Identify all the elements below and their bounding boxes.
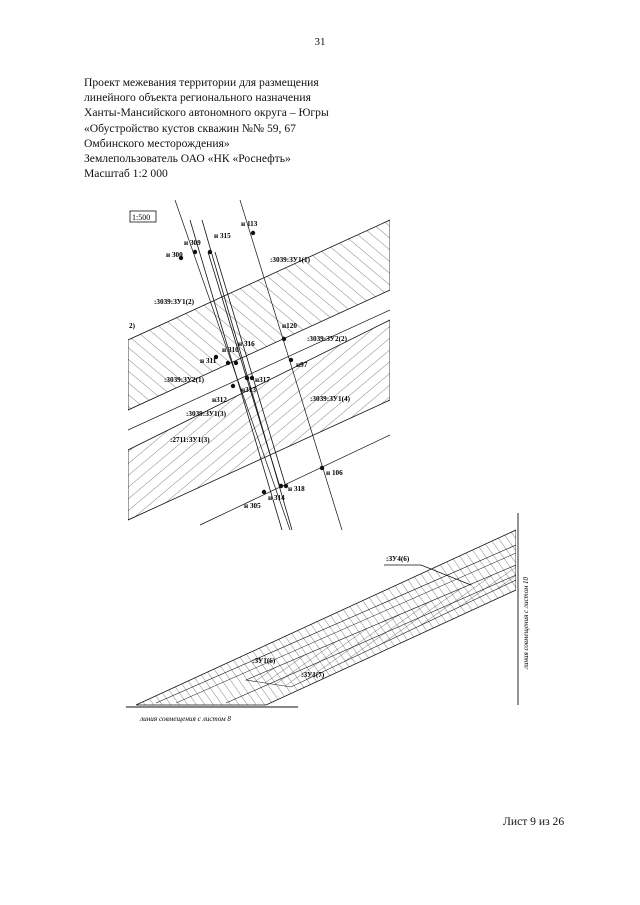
survey-map-top: 1:500 н 113 н 309 н 315 н 300 н120 н 316…	[128, 200, 390, 530]
hatched-band-inner	[244, 564, 516, 688]
header-line: Ханты-Мансийского автономного округа – Ю…	[84, 106, 329, 120]
point-label: н 113	[241, 220, 258, 228]
bottom-parcel-labels: :ЗУ4(6) :ЗУ1(6) :ЗУ1(7)	[252, 555, 410, 679]
hatched-band-lower	[128, 319, 390, 521]
point-label: н 318	[288, 485, 305, 493]
header-line: Масштаб 1:2 000	[84, 167, 168, 181]
hatched-band-upper	[128, 219, 390, 411]
point-label: н 106	[326, 469, 343, 477]
header-line: линейного объекта регионального назначен…	[84, 91, 311, 105]
point-label: н 310	[222, 346, 239, 354]
sheet-number: Лист 9 из 26	[503, 815, 565, 828]
band-geometry	[135, 529, 516, 706]
map-geometry	[128, 200, 390, 530]
point-label: н 300	[166, 251, 183, 259]
parcel-label: :ЗУ1(7)	[301, 671, 325, 679]
point-label: н312	[212, 396, 227, 404]
parcel-label: :3039:ЗУ1(3)	[186, 410, 227, 418]
point-labels: н 113 н 309 н 315 н 300 н120 н 316 н 310…	[166, 220, 343, 510]
document-header: Проект межевания территории для размещен…	[84, 75, 404, 181]
point-label: н313	[241, 386, 256, 394]
scale-label: 1:500	[132, 213, 150, 222]
hatched-band-main	[135, 529, 516, 706]
parcel-label: :3039:ЗУ1(2)	[154, 298, 195, 306]
parcel-label: 2)	[129, 322, 136, 330]
point-label: н97	[296, 361, 308, 369]
survey-points	[178, 230, 325, 495]
parcel-label: :3039:ЗУ1(4)	[310, 395, 351, 403]
parcel-labels: :3039:ЗУ1(1) :3039:ЗУ1(2) 2) :3039:ЗУ2(2…	[129, 256, 351, 444]
point-label: н 316	[238, 340, 255, 348]
header-line: Землепользователь ОАО «НК «Роснефть»	[84, 152, 291, 166]
parcel-label: :ЗУ4(6)	[386, 555, 410, 563]
page-number: 31	[314, 36, 326, 48]
parcel-label: :3039:ЗУ2(2)	[307, 335, 348, 343]
point-label: н 314	[268, 494, 285, 502]
point-label: н 309	[184, 239, 201, 247]
parcel-label: :2711:ЗУ1(3)	[170, 436, 210, 444]
parcel-label: :3039:ЗУ1(1)	[270, 256, 311, 264]
point-label: н 305	[244, 502, 261, 510]
match-line-label-right: линия совмещения с листом 10	[522, 576, 530, 670]
survey-map-bottom: :ЗУ4(6) :ЗУ1(6) :ЗУ1(7) линия совмещения…	[126, 513, 530, 723]
header-line: Омбинского месторождения»	[84, 136, 230, 150]
point-label: н317	[255, 376, 270, 384]
header-line: Проект межевания территории для размещен…	[84, 76, 319, 89]
point-label: н 311	[200, 357, 217, 365]
parcel-label: :3039:ЗУ2(1)	[164, 376, 205, 384]
point-label: н 315	[214, 232, 231, 240]
parcel-label: :ЗУ1(6)	[252, 657, 276, 665]
point-label: н120	[282, 322, 297, 330]
match-line-label-bottom: линия совмещения с листом 8	[139, 715, 231, 723]
header-line: «Обустройство кустов скважин №№ 59, 67	[84, 121, 296, 135]
